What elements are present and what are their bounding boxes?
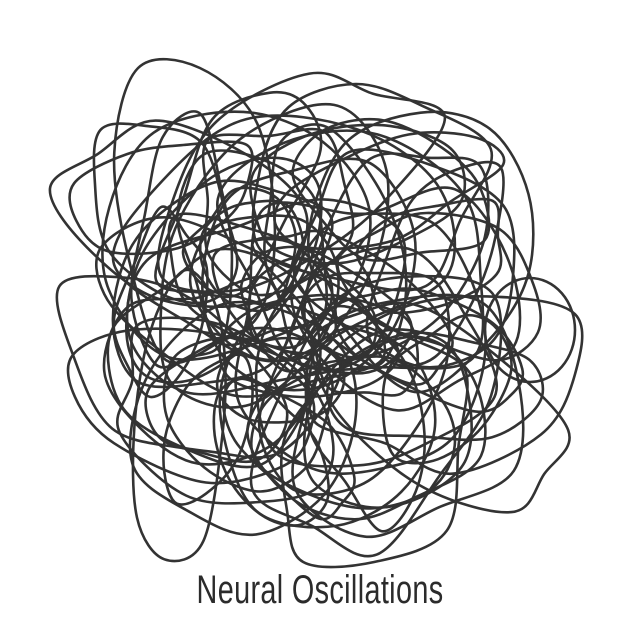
scribble-loop — [131, 268, 227, 563]
scribble-loop — [304, 325, 427, 533]
scribble-loop — [201, 127, 355, 297]
scribble-loop — [66, 327, 316, 485]
scribble-loop — [68, 140, 254, 256]
scribble-loop — [156, 71, 447, 294]
scribble-loop — [251, 82, 494, 292]
scribble-loop — [249, 274, 503, 558]
illustration-title: Neural Oscillations — [196, 568, 444, 612]
scribble-loop — [129, 110, 234, 369]
scribble-loop — [308, 295, 584, 476]
scribble-loop — [254, 245, 499, 468]
scribble-loop — [483, 276, 577, 384]
scribble-loop — [291, 293, 525, 539]
scribble-loop — [111, 114, 457, 363]
scribble-loop — [355, 197, 503, 315]
scribble-loop — [300, 297, 420, 397]
scribble-loop — [251, 229, 454, 386]
scribble-loop — [365, 160, 505, 368]
scribble-loop — [310, 301, 571, 514]
scribble-loop — [303, 152, 490, 359]
scribble-loop — [101, 110, 372, 362]
scribble-loop — [215, 336, 346, 424]
scribble-loop — [292, 148, 516, 369]
scribble-loop — [336, 211, 543, 362]
scribble-loop — [249, 123, 467, 265]
scribble-loop — [234, 201, 487, 475]
scribble-loop — [325, 331, 545, 442]
scribble-loop — [106, 247, 322, 469]
